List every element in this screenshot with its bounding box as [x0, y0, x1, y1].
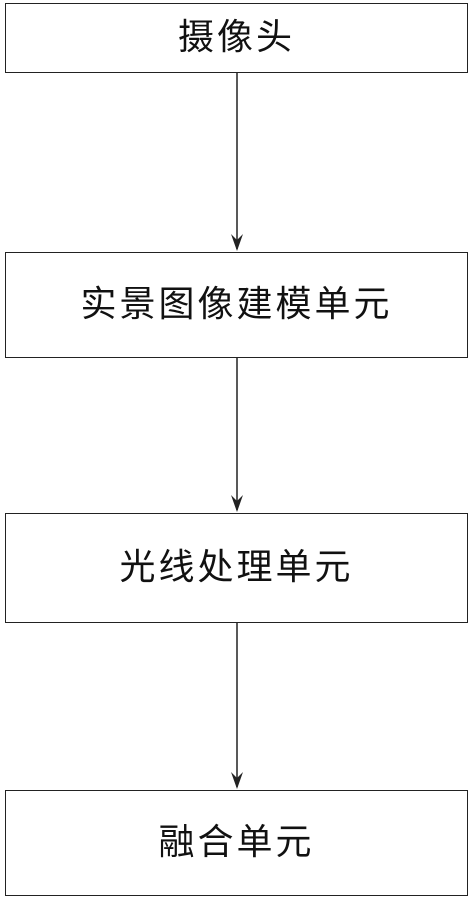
arrow-head-1	[231, 234, 243, 251]
light-processing-unit-label: 光线处理单元	[119, 547, 354, 588]
arrow-head-2	[231, 495, 243, 512]
fusion-unit-box: 融合单元	[5, 790, 468, 896]
real-scene-image-modeling-unit-label: 实景图像建模单元	[80, 284, 393, 325]
fusion-unit-label: 融合单元	[158, 822, 315, 863]
arrow-camera-to-modeling	[231, 73, 243, 251]
arrow-modeling-to-light	[231, 358, 243, 512]
real-scene-image-modeling-unit-box: 实景图像建模单元	[5, 252, 468, 358]
camera-box: 摄像头	[5, 3, 468, 73]
camera-label: 摄像头	[177, 17, 295, 58]
light-processing-unit-box: 光线处理单元	[5, 513, 468, 623]
arrow-head-3	[231, 772, 243, 789]
arrow-light-to-fusion	[231, 623, 243, 789]
